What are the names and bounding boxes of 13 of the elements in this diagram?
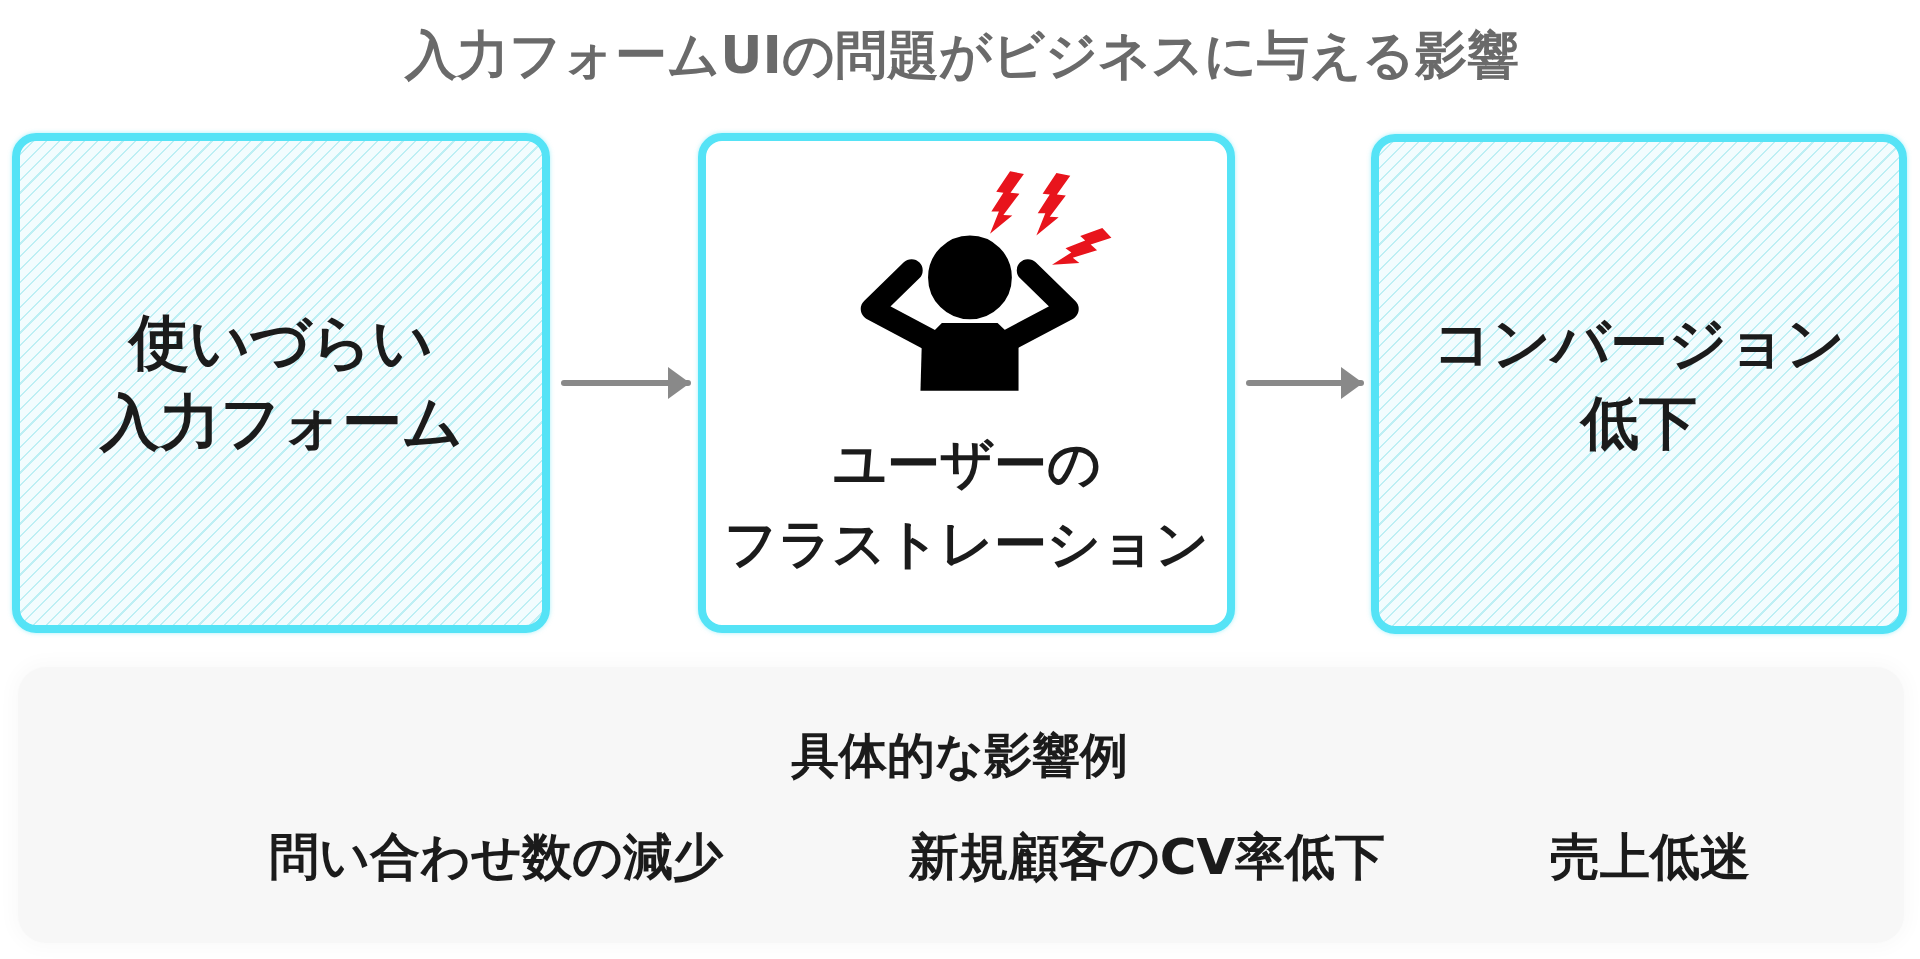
impact-example: 売上低迷 — [1550, 826, 1750, 888]
diagram-title: 入力フォームUIの問題がビジネスに与える影響 — [405, 23, 1519, 87]
impact-example: 問い合わせ数の減少 — [269, 826, 723, 888]
step-card — [698, 133, 1235, 633]
step-card — [12, 133, 550, 633]
card-label: 使いづらい入力フォーム — [99, 306, 463, 459]
panel-heading: 具体的な影響例 — [790, 726, 1128, 785]
card-label: ユーザーのフラストレーション — [724, 432, 1209, 576]
impact-example: 新規顧客のCV率低下 — [908, 826, 1386, 888]
arrow — [1246, 367, 1364, 399]
card-label: コンバージョン低下 — [1433, 308, 1845, 459]
arrow — [561, 367, 691, 399]
step-card — [1371, 134, 1907, 634]
